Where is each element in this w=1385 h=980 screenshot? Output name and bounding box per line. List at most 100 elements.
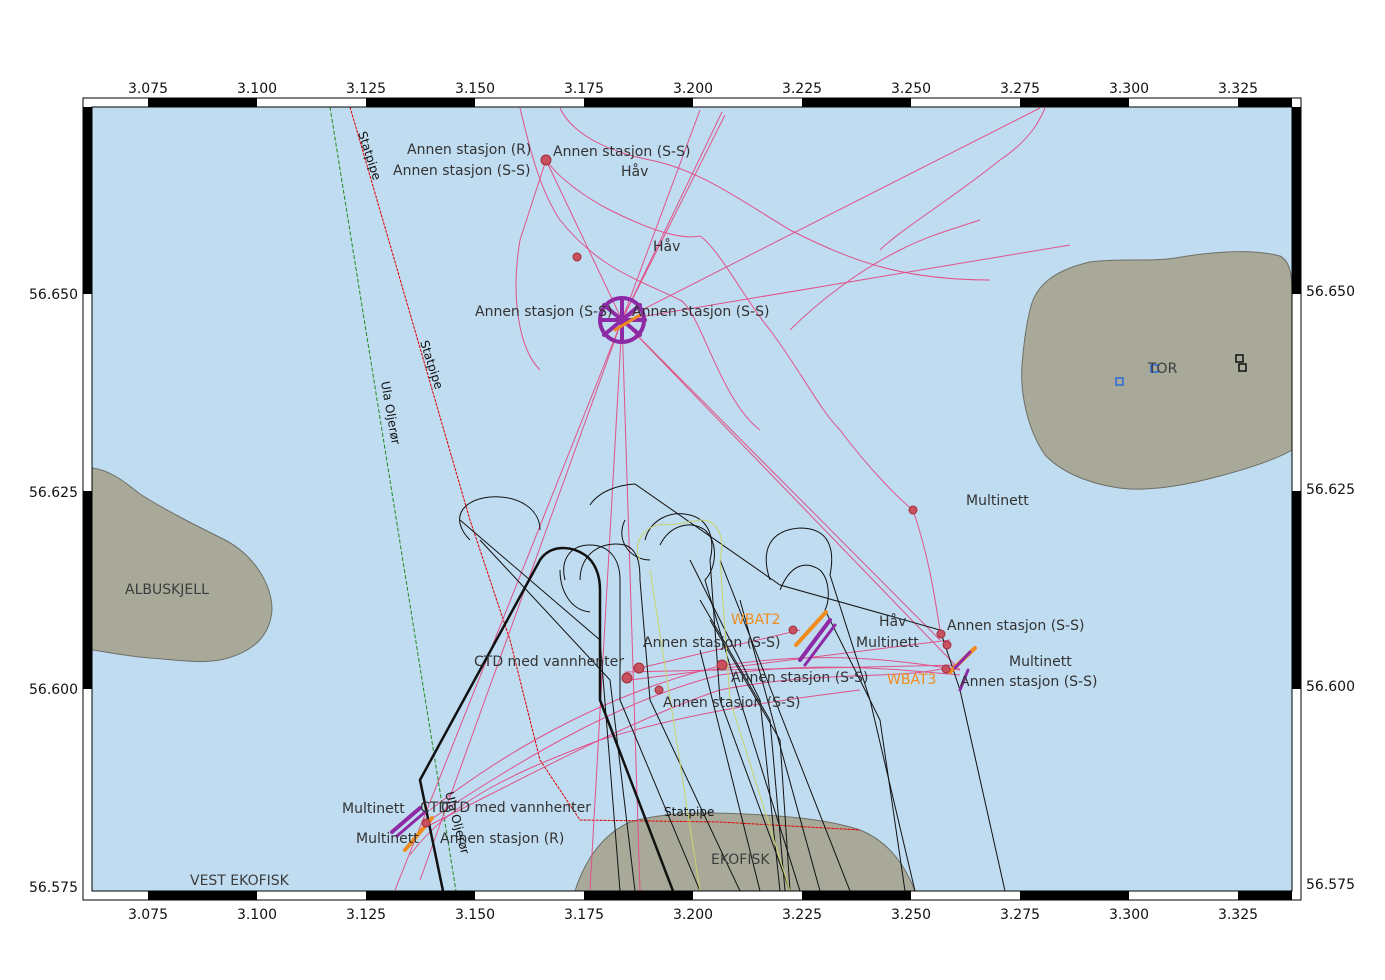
label-annen-r-sw: Annen stasjon (R) [440,831,564,847]
label-statpipe-south: Statpipe [664,805,714,819]
station-marker [572,252,582,262]
x-tick-bottom: 3.300 [1109,907,1149,923]
x-tick-top: 3.125 [346,81,386,97]
x-tick-top: 3.250 [891,81,931,97]
x-tick-bottom: 3.275 [1000,907,1040,923]
x-axis-bottom: 3.075 3.100 3.125 3.150 3.175 3.200 3.22… [128,907,1258,923]
x-tick-bottom: 3.100 [237,907,277,923]
x-tick-top: 3.075 [128,81,168,97]
x-axis-top: 3.075 3.100 3.125 3.150 3.175 3.200 3.22… [128,81,1258,97]
platform-icon [1238,363,1247,372]
yellow-track [636,519,791,892]
y-tick-right: 56.650 [1306,284,1355,300]
vessel-tracks [418,483,1006,892]
gear-wbat3 [948,646,977,692]
x-tick-top: 3.225 [782,81,822,97]
label-annen-ss-star-left: Annen stasjon (S-S) [475,304,612,320]
x-tick-bottom: 3.150 [455,907,495,923]
x-tick-top: 3.275 [1000,81,1040,97]
label-tor: TOR [1147,361,1178,377]
station-marker [908,505,918,515]
label-annen-ss-mid-lower: Annen stasjon (S-S) [731,670,868,686]
y-tick-right: 56.575 [1306,877,1355,893]
x-tick-bottom: 3.225 [782,907,822,923]
station-marker [716,659,728,671]
label-albuskjell: ALBUSKJELL [125,582,209,598]
label-ctd-mid: CTD med vannhenter [474,654,624,670]
station-marker [421,818,431,828]
label-hav-east: Håv [879,613,906,630]
x-tick-bottom: 3.075 [128,907,168,923]
label-annen-ss-east-bottom: Annen stasjon (S-S) [960,674,1097,690]
station-marker [540,154,552,166]
station-marker [941,664,951,674]
frame-bar-segment [1238,891,1292,900]
x-tick-top: 3.100 [237,81,277,97]
y-tick-left: 56.650 [29,287,78,303]
albuskjell-field [91,467,273,663]
station-marker [936,629,946,639]
y-tick-left: 56.625 [29,485,78,501]
frame-bar-segment [148,98,257,107]
x-tick-bottom: 3.200 [673,907,713,923]
frame-bar-segment [1238,98,1292,107]
tor-platforms [1115,354,1247,386]
stations [421,154,952,828]
y-axis-left: 56.650 56.625 56.600 56.575 [29,287,78,896]
frame-bar-segment [83,107,92,294]
gear-wbat2 [794,610,837,667]
station-marker [654,685,664,695]
pipelines [329,106,861,892]
y-tick-left: 56.600 [29,682,78,698]
frame-bar-segment [1020,98,1129,107]
y-tick-right: 56.625 [1306,482,1355,498]
station-marker [942,640,952,650]
label-annen-ss-mid: Annen stasjon (S-S) [643,635,780,651]
label-multinett-sw: Multinett [356,831,419,847]
label-ctd-sw: CTD med vannhenter [441,800,591,816]
label-annen-ss-east-top: Annen stasjon (S-S) [947,618,1084,634]
map-frame [82,97,1302,901]
label-multinett-sw-top: Multinett [342,801,405,817]
y-axis-right: 56.650 56.625 56.600 56.575 [1306,284,1355,893]
label-annen-ss-star-right: Annen stasjon (S-S) [632,304,769,320]
label-ctd-sw-short: CTD [420,800,449,816]
frame-bar-segment [366,891,475,900]
platform-icon [1235,354,1244,363]
gear-star-main [598,296,647,344]
label-wbat2: WBAT2 [731,612,780,628]
ekofisk-field [574,812,916,892]
label-ekofisk: EKOFISK [711,852,770,868]
label-multinett-east: Multinett [966,493,1029,509]
frame-bar-segment [802,98,911,107]
frame-bar-segment [1020,891,1129,900]
frame-bar-segment [1292,107,1301,294]
x-tick-bottom: 3.250 [891,907,931,923]
label-multinett-east-lower: Multinett [1009,654,1072,670]
label-annen-ss-north-right: Annen stasjon (S-S) [553,144,690,160]
x-tick-top: 3.150 [455,81,495,97]
x-tick-top: 3.325 [1218,81,1258,97]
sea-area [92,107,1292,891]
platform-icon [1115,377,1124,386]
x-tick-bottom: 3.175 [564,907,604,923]
label-wbat3: WBAT3 [887,672,936,688]
station-marker [788,625,798,635]
x-tick-top: 3.300 [1109,81,1149,97]
label-hav-north: Håv [621,163,648,180]
frame-bar-segment [366,98,475,107]
y-tick-right: 56.600 [1306,679,1355,695]
label-multinett-mid: Multinett [856,635,919,651]
y-tick-left: 56.575 [29,880,78,896]
label-annen-ss-south: Annen stasjon (S-S) [663,695,800,711]
station-marker [621,672,633,684]
statpipe-pipeline-line [349,106,861,831]
x-tick-bottom: 3.325 [1218,907,1258,923]
label-vest-ekofisk: VEST EKOFISK [190,873,290,889]
station-marker [633,662,645,674]
label-annen-ss-north-left: Annen stasjon (S-S) [393,163,530,179]
frame-bar-segment [584,891,693,900]
frame-bar-segment [83,491,92,689]
map-labels: Annen stasjon (R) Annen stasjon (S-S) An… [125,130,1178,889]
